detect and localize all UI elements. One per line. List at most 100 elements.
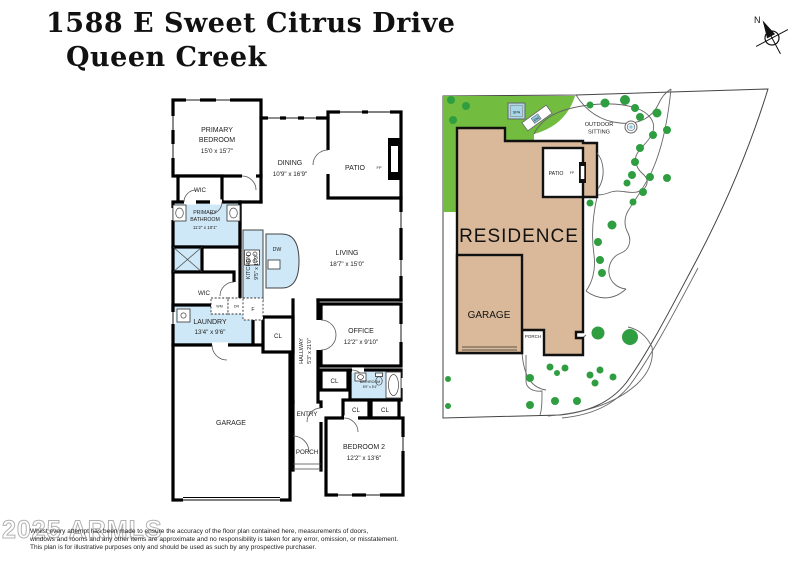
tree: [586, 371, 594, 379]
label-closet-bath: CL: [331, 378, 339, 385]
door-arcs: [183, 149, 365, 453]
tree: [607, 220, 617, 230]
tree: [445, 376, 451, 382]
site-plan: SPA BBQ RESIDENCE GARAGE PORCH PATIO FP …: [442, 88, 769, 419]
tree: [636, 144, 644, 152]
tree: [600, 98, 610, 108]
patio-arc: [596, 152, 604, 190]
tree: [629, 198, 637, 206]
tree: [636, 113, 644, 121]
label-bathroom2: BATHROOM: [360, 380, 381, 384]
curb-line: [561, 267, 699, 419]
tree: [596, 366, 604, 374]
tree: [526, 401, 534, 409]
tree: [561, 364, 569, 372]
label-fridge: F: [251, 307, 254, 313]
label-primary-bedroom-1: PRIMARY: [201, 127, 233, 134]
tree: [623, 179, 631, 187]
watermark: 2025 ARMLS: [2, 516, 163, 545]
tree: [663, 126, 671, 134]
door-openings: [184, 150, 364, 422]
label-patio-fp: FP: [376, 165, 381, 170]
spa: SPA: [507, 102, 526, 120]
kitchen-island: [265, 233, 300, 289]
site-fireplace-inner: [580, 166, 585, 179]
stove-icon: [244, 249, 260, 266]
disclaimer-line-1: Whilst every attempt has been made to en…: [30, 528, 369, 535]
label-patio: PATIO: [345, 165, 366, 172]
label-dining: DINING: [278, 160, 303, 167]
label-spa: SPA: [513, 110, 521, 115]
tree: [586, 101, 594, 109]
label-dining-dims: 10'9" x 16'9": [273, 171, 308, 178]
disclaimer: Whilst every attempt has been made to en…: [30, 528, 398, 553]
label-outdoor-sitting-1: OUTDOOR: [585, 122, 614, 128]
closet-hall: [261, 315, 295, 354]
table-icon: [624, 120, 638, 134]
label-closet-bed2-left: CL: [352, 407, 360, 414]
label-closet-hall: CL: [274, 333, 282, 340]
label-residence: RESIDENCE: [459, 226, 579, 247]
tree: [447, 96, 455, 104]
fridge-box: [242, 297, 264, 321]
label-site-garage: GARAGE: [468, 310, 511, 321]
tree: [639, 188, 647, 196]
label-dishwasher: DW: [273, 247, 282, 253]
label-living-dims: 18'7" x 15'0": [330, 261, 365, 268]
tree: [649, 131, 657, 139]
garage-door: [183, 496, 280, 504]
label-wic-upper: WIC: [194, 187, 207, 194]
tree: [652, 108, 662, 118]
laundry-sink: [176, 308, 191, 323]
tree: [609, 373, 617, 381]
label-laundry-dims: 13'4" x 9'6": [194, 329, 225, 336]
label-site-porch: PORCH: [525, 334, 541, 339]
label-dryer: DR: [234, 305, 240, 309]
island-sink: [267, 259, 281, 270]
room-bedroom2: [324, 416, 405, 497]
label-kitchen: KITCHEN: [246, 255, 252, 280]
page-title: 1588 E Sweet Citrus Drive Queen Creek: [46, 8, 455, 73]
lawn: [443, 96, 575, 212]
label-wic-lower: WIC: [198, 290, 211, 297]
tree: [591, 326, 605, 340]
label-hallway: HALLWAY: [299, 338, 305, 364]
tree: [620, 95, 630, 105]
label-bathroom2-dims: 8'9" x 5'4": [363, 385, 378, 389]
disclaimer-line-2: windows and rooms and any other items ar…: [30, 536, 399, 544]
label-bbq: BBQ: [533, 115, 541, 122]
label-primary-bedroom-dims: 15'0 x 15'7": [201, 148, 233, 155]
tree: [573, 397, 581, 405]
label-office-dims: 12'2" x 9'10": [344, 339, 379, 346]
bbq: BBQ: [521, 104, 553, 132]
label-bedroom2-dims: 12'2" x 13'6": [347, 455, 382, 462]
laundry-sink-basin: [180, 312, 187, 319]
compass-rose: [755, 20, 789, 55]
label-outdoor-sitting-2: SITTING: [588, 130, 610, 136]
site-trees: [445, 95, 671, 409]
address-line: 1588 E Sweet Citrus Drive: [46, 8, 456, 39]
label-closet-bed2-right: CL: [381, 407, 389, 414]
site-garage: [455, 253, 524, 355]
tree: [449, 116, 457, 124]
washer-box: [210, 297, 229, 315]
tree: [663, 174, 671, 182]
label-hallway-dims: 5'3" x 21'0": [307, 338, 313, 364]
city-line: Queen Creek: [66, 42, 267, 73]
tree: [594, 238, 602, 246]
label-site-patio-fp: FP: [570, 171, 575, 175]
tree: [586, 199, 594, 207]
tree: [631, 158, 639, 166]
tree: [596, 256, 604, 264]
tree: [526, 374, 534, 382]
north-arrow-icon: N: [754, 15, 789, 55]
tree: [546, 363, 554, 371]
label-primary-bedroom-2: BEDROOM: [199, 137, 235, 144]
floor-plan: PRIMARY BEDROOM 15'0 x 15'7" WIC PRIMARY…: [170, 97, 406, 504]
north-label: N: [754, 15, 761, 25]
tree: [445, 403, 451, 409]
closet-bath: [319, 368, 350, 392]
tree: [591, 379, 599, 387]
bathroom2-fixtures: [354, 371, 402, 399]
